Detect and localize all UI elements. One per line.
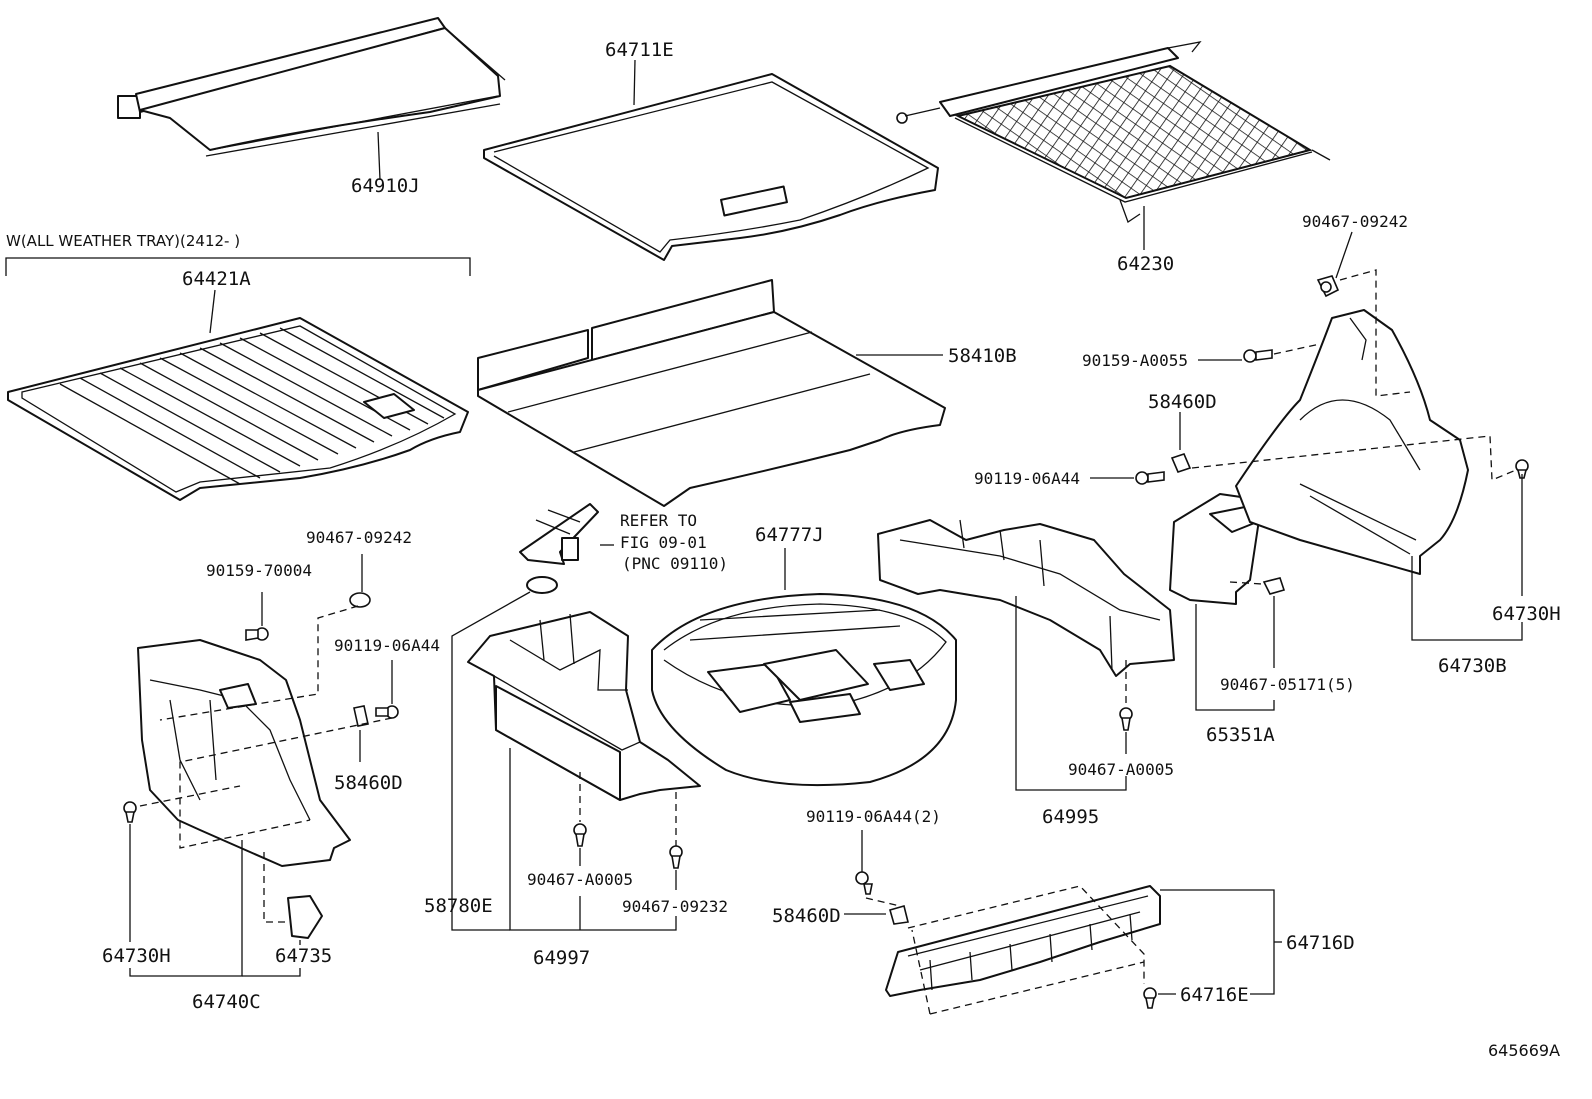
label-90159-70004: 90159-70004 [206, 561, 312, 580]
fasteners [123, 275, 1529, 1009]
label-64997: 64997 [533, 947, 590, 969]
label-90119-06A44-right: 90119-06A44 [974, 469, 1080, 488]
label-58460D-bottom: 58460D [772, 905, 841, 927]
tonneau-cover [117, 17, 506, 157]
label-64910J: 64910J [351, 175, 420, 197]
cargo-net [896, 41, 1331, 223]
label-90467-A0005-center: 90467-A0005 [527, 870, 633, 889]
spare-tire-tray [651, 593, 957, 787]
label-64711E: 64711E [605, 39, 674, 61]
scuff-plate [885, 885, 1161, 997]
part-labels: 64910J 64711E 64230 W(ALL WEATHER TRAY)(… [6, 39, 1561, 1060]
luggage-tray-assembly [467, 576, 701, 801]
figure-code: 645669A [1488, 1041, 1560, 1060]
label-58460D-left: 58460D [334, 772, 403, 794]
label-64995: 64995 [1042, 806, 1099, 828]
label-90467-A0005-right: 90467-A0005 [1068, 760, 1174, 779]
label-58460D-right: 58460D [1148, 391, 1217, 413]
label-64421A: 64421A [182, 268, 251, 290]
left-side-trim [137, 639, 351, 867]
label-64716E: 64716E [1180, 984, 1249, 1006]
label-64777J: 64777J [755, 524, 824, 546]
label-90467-09232: 90467-09232 [622, 897, 728, 916]
label-64730H-right: 64730H [1492, 603, 1561, 625]
refer-line-2: FIG 09-01 [620, 533, 707, 552]
label-90467-09242-right: 90467-09242 [1302, 212, 1408, 231]
label-90159-A0055: 90159-A0055 [1082, 351, 1188, 370]
guide-lines [139, 269, 1517, 1015]
refer-line-1: REFER TO [620, 511, 697, 530]
label-64740C: 64740C [192, 991, 261, 1013]
right-side-trim [1169, 309, 1469, 605]
label-65351A: 65351A [1206, 724, 1275, 746]
all-weather-tray [7, 317, 469, 501]
small-cover [287, 895, 323, 939]
label-90467-05171: 90467-05171(5) [1220, 675, 1355, 694]
leader-lines [5, 59, 1523, 995]
label-64730H-left: 64730H [102, 945, 171, 967]
label-90119-06A44-left: 90119-06A44 [334, 636, 440, 655]
label-58780E: 58780E [424, 895, 493, 917]
note-all-weather-tray: W(ALL WEATHER TRAY)(2412- ) [6, 232, 240, 250]
label-58410B: 58410B [948, 345, 1017, 367]
jack-assembly [519, 503, 599, 565]
refer-line-3: (PNC 09110) [622, 554, 728, 573]
deck-board [477, 279, 946, 507]
cargo-mat [483, 73, 939, 261]
side-support [877, 519, 1175, 677]
label-64716D: 64716D [1286, 932, 1355, 954]
label-90119-06A44-2: 90119-06A44(2) [806, 807, 941, 826]
label-64230: 64230 [1117, 253, 1174, 275]
label-64735: 64735 [275, 945, 332, 967]
label-64730B: 64730B [1438, 655, 1507, 677]
label-90467-09242-left: 90467-09242 [306, 528, 412, 547]
